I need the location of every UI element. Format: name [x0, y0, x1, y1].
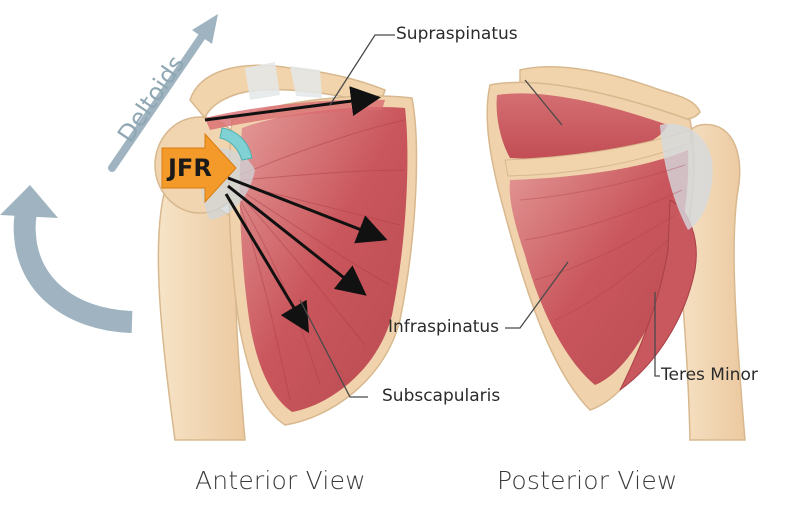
infraspinatus-muscle	[509, 150, 689, 385]
force-arrow-supraspinatus	[204, 86, 381, 122]
anterior-ligament	[245, 62, 280, 100]
deltoid-arrow	[108, 14, 218, 172]
label-jfr: JFR	[168, 154, 212, 182]
jfr-arrow	[161, 132, 237, 204]
rotation-arrow	[0, 185, 133, 333]
label-subscapularis: Subscapularis	[382, 386, 501, 406]
force-arrows	[204, 86, 388, 334]
leader-subscapularis	[299, 299, 368, 398]
force-arrow-upper	[227, 176, 388, 244]
leader-teres-minor	[654, 292, 660, 377]
label-teres-minor: Teres Minor	[661, 365, 758, 385]
leader-infraspinatus	[505, 261, 569, 329]
force-arrow-lower	[224, 193, 310, 334]
teres-minor-muscle	[619, 199, 697, 391]
subscapularis-muscle	[239, 106, 408, 413]
joint-cartilage	[219, 127, 253, 161]
label-supraspinatus: Supraspinatus	[396, 24, 518, 44]
label-posterior-view: Posterior View	[497, 466, 678, 495]
force-arrow-middle	[227, 184, 367, 296]
leader-posterior-supraspinatus	[524, 79, 563, 126]
leader-lines	[299, 34, 660, 398]
label-infraspinatus: Infraspinatus	[388, 317, 500, 337]
label-anterior-view: Anterior View	[195, 466, 366, 495]
posterior-supraspinatus	[496, 93, 668, 159]
leader-supraspinatus	[329, 34, 395, 106]
anterior-view	[154, 62, 418, 441]
posterior-view	[486, 66, 746, 441]
posterior-tendon	[660, 123, 713, 230]
anterior-supraspinatus	[205, 99, 385, 130]
infraspinatus-fibers	[519, 164, 686, 321]
